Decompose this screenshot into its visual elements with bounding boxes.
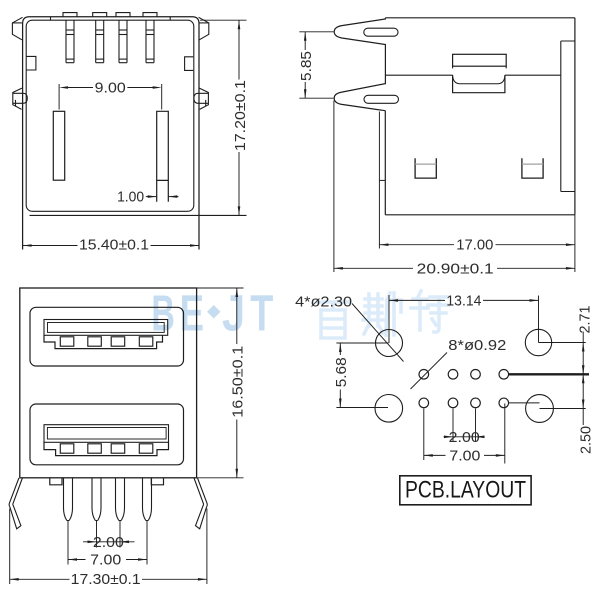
svg-text:J: J: [222, 285, 245, 342]
svg-text:17.30±0.1: 17.30±0.1: [71, 571, 141, 588]
svg-text:17.00: 17.00: [456, 237, 493, 254]
svg-text:8*ø0.92: 8*ø0.92: [448, 337, 506, 354]
svg-text:T: T: [250, 285, 273, 342]
svg-text:7.00: 7.00: [449, 447, 480, 464]
svg-text:1.00: 1.00: [117, 189, 144, 206]
svg-text:2.00: 2.00: [449, 429, 480, 446]
svg-text:2.71: 2.71: [576, 306, 593, 334]
svg-text:5.68: 5.68: [333, 357, 350, 387]
svg-text:7.00: 7.00: [90, 551, 121, 568]
svg-text:2.50: 2.50: [577, 426, 594, 454]
svg-text:13.14: 13.14: [446, 292, 481, 309]
svg-text:16.50±0.1: 16.50±0.1: [229, 346, 246, 418]
svg-text:5.85: 5.85: [298, 51, 315, 81]
svg-text:15.40±0.1: 15.40±0.1: [79, 236, 149, 253]
svg-text:9.00: 9.00: [95, 80, 126, 97]
svg-text:PCB.LAYOUT: PCB.LAYOUT: [405, 477, 526, 504]
svg-text:20.90±0.1: 20.90±0.1: [417, 260, 494, 277]
svg-text:17.20±0.1: 17.20±0.1: [232, 80, 249, 151]
svg-text:2.00: 2.00: [93, 534, 124, 551]
svg-text:B: B: [151, 285, 175, 342]
svg-text:4*ø2.30: 4*ø2.30: [295, 294, 352, 311]
